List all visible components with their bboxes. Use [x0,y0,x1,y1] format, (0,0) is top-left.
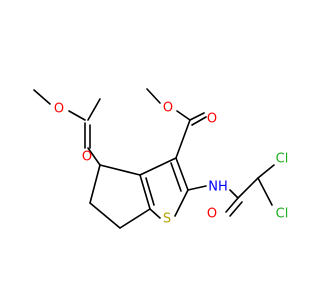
bond-c3-c2-b [170,162,182,192]
bond-methyl-o-left [33,89,51,105]
bond-chcl2-cl-bottom [257,177,273,206]
atom-o-ester-right-carbonyl: O [207,112,217,127]
bond-c3a-c6a-b [145,177,155,206]
atom-o-ester-left-carbonyl: O [82,150,92,165]
atom-nh: NH [208,180,228,195]
bond-amide-co-b [229,201,243,217]
atom-o-amide: O [207,207,217,222]
bond-double-co-right-a [189,112,205,121]
bond-c4-c5 [89,164,101,204]
bond-c2-nh [187,185,207,191]
atom-cl-bottom: Cl [276,207,289,222]
bond-double-co-right-b [191,116,207,126]
bond-carbonyl-ring-right [175,119,191,159]
atom-o-ester-right-ring: O [163,101,173,116]
atom-o-ester-left-ring: O [54,102,64,117]
bond-c6a-s [149,208,161,219]
bond-c3a-c6a-a [139,174,151,210]
bond-chcl2-cl-top [257,164,275,179]
bond-c-carbonyl-down-left [87,98,101,121]
bond-c4-c3a [99,164,141,176]
bond-methyl-o-right [146,88,161,104]
bond-nh-c-amide [229,189,239,199]
atom-cl-top: Cl [276,152,289,167]
bond-o-carbonyl-left [68,110,86,121]
bond-c3a-c3 [139,157,177,176]
bond-c3-c2-a [175,157,189,191]
bond-s-c2 [174,189,189,217]
bond-c5-c6 [89,202,121,229]
atom-labels: O O O O S NH O Cl Cl [54,101,288,227]
atom-sulfur: S [163,212,171,227]
bonds [33,88,275,229]
molecule-structure: O O O O S NH O Cl Cl [33,88,288,229]
bond-carbonyl-ring-left [87,147,101,166]
bond-amide-co-a [225,197,239,213]
bond-o-carbonyl-right [176,110,191,121]
molecule-diagram: O O O O S NH O Cl Cl [33,88,289,229]
bond-amide-c-chcl2 [237,177,259,199]
bond-c6-c6a [119,208,151,229]
